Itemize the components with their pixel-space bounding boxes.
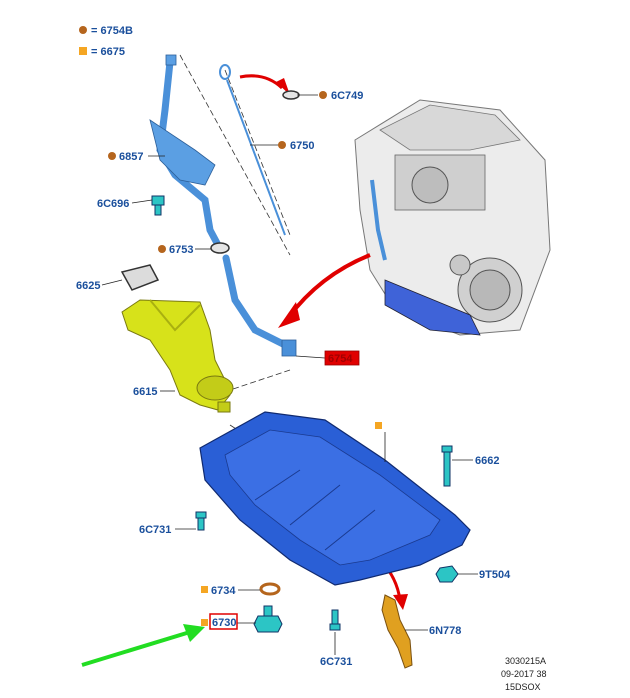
label-6615: 6615 bbox=[133, 386, 157, 398]
label-6n778: 6N778 bbox=[429, 625, 461, 637]
part-labels: 6C749 6750 6857 6C696 6753 6625 6754 661… bbox=[76, 90, 511, 668]
label-6730: 6730 bbox=[212, 617, 236, 629]
pickup-6n778 bbox=[381, 594, 413, 669]
label-6753: 6753 bbox=[169, 244, 193, 256]
dipstick bbox=[219, 64, 286, 236]
seals bbox=[210, 90, 300, 254]
code-line-2: 09-2017 38 bbox=[501, 669, 547, 679]
label-6754: 6754 bbox=[328, 353, 353, 365]
dipstick-tube bbox=[149, 54, 297, 357]
legend-square-marker bbox=[79, 47, 87, 55]
drain-plug-6730 bbox=[253, 605, 283, 633]
label-6625: 6625 bbox=[76, 280, 100, 292]
highlight-box-6730 bbox=[209, 613, 238, 630]
label-6c731-left: 6C731 bbox=[139, 524, 171, 536]
bolt-6662 bbox=[441, 445, 453, 487]
seal-6c749 bbox=[282, 90, 300, 100]
washer-6734 bbox=[259, 582, 281, 596]
leader-lines bbox=[101, 94, 478, 655]
label-6c696: 6C696 bbox=[97, 198, 129, 210]
label-6c749: 6C749 bbox=[331, 90, 363, 102]
pan-square-marker bbox=[375, 422, 382, 429]
label-6750: 6750 bbox=[290, 140, 314, 152]
green-arrow bbox=[81, 624, 205, 667]
seal-6753 bbox=[210, 242, 230, 254]
label-6734: 6734 bbox=[211, 585, 236, 597]
engine-assembly bbox=[354, 99, 551, 336]
oil-pan bbox=[199, 411, 471, 586]
legend: = 6754B = 6675 bbox=[79, 25, 133, 58]
code-line-1: 3030215A bbox=[505, 656, 546, 666]
legend-square-text: = 6675 bbox=[91, 46, 125, 58]
label-6857: 6857 bbox=[119, 151, 143, 163]
bolt-6c731-bottom bbox=[329, 609, 341, 631]
code-line-3: 15DSOX bbox=[505, 682, 541, 692]
label-6c731-bottom: 6C731 bbox=[320, 656, 352, 668]
legend-circle-marker bbox=[79, 26, 87, 34]
diagram-code-block: 3030215A 09-2017 38 15DSOX bbox=[501, 656, 547, 692]
nut-9t504 bbox=[435, 565, 459, 583]
bolt-6c731-left bbox=[195, 511, 207, 531]
label-6662: 6662 bbox=[475, 455, 499, 467]
highlight-box-6754 bbox=[324, 350, 360, 366]
legend-circle-text: = 6754B bbox=[91, 25, 133, 37]
oil-pickup-tube-6615 bbox=[121, 299, 234, 413]
bolt-6c696 bbox=[151, 195, 165, 216]
label-9t504: 9T504 bbox=[479, 569, 511, 581]
gasket-6625 bbox=[120, 264, 160, 291]
